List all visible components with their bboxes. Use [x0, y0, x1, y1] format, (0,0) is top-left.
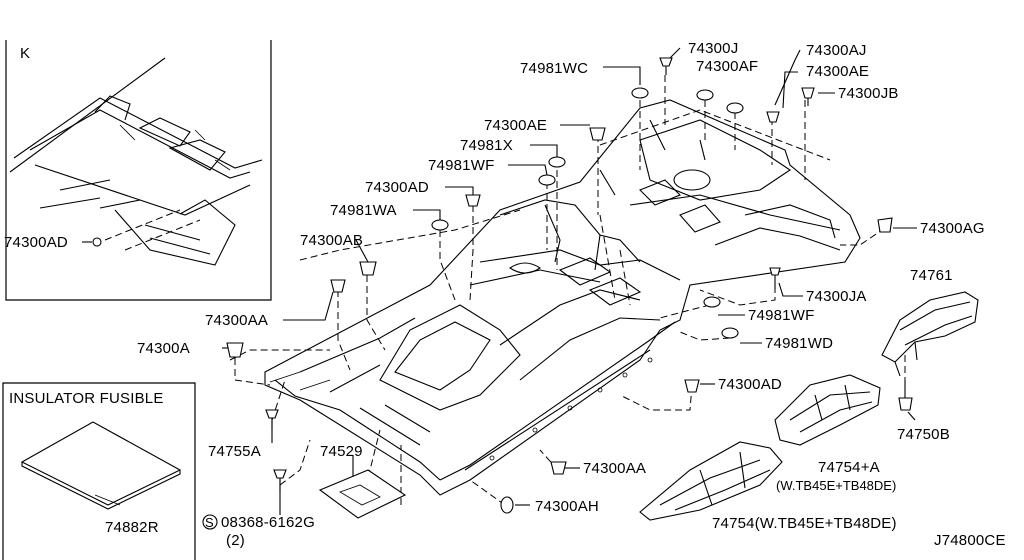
insulator-fusible-title: INSULATOR FUSIBLE: [9, 390, 164, 407]
callout-74981x[interactable]: 74981X: [460, 137, 513, 154]
drawing-code: J74800CE: [934, 532, 1006, 549]
callout-74754a-note: (W.TB45E+TB48DE): [776, 478, 896, 493]
callout-74300ah[interactable]: 74300AH: [535, 498, 599, 515]
callout-74300ja[interactable]: 74300JA: [806, 288, 867, 305]
callout-74981wf-top[interactable]: 74981WF: [428, 157, 494, 174]
callout-74981wd[interactable]: 74981WD: [765, 335, 833, 352]
callout-74750b[interactable]: 74750B: [897, 426, 950, 443]
inset-k-label: K: [20, 45, 30, 62]
callout-74300aa-bottom[interactable]: 74300AA: [583, 460, 646, 477]
insulator-fusible-box: INSULATOR FUSIBLE 74882R: [2, 382, 196, 560]
inset-k: K 74300AD: [4, 40, 272, 301]
callout-74300ad-right[interactable]: 74300AD: [718, 376, 782, 393]
callout-74529[interactable]: 74529: [320, 443, 363, 460]
callout-74761[interactable]: 74761: [910, 267, 953, 284]
callout-74300jb[interactable]: 74300JB: [838, 85, 899, 102]
sill-holes: [489, 357, 653, 461]
part-74754a[interactable]: [774, 374, 881, 446]
callout-74300ae-top[interactable]: 74300AE: [806, 63, 869, 80]
callout-74754[interactable]: 74754(W.TB45E+TB48DE): [712, 515, 897, 532]
callout-74754a[interactable]: 74754+A: [818, 459, 880, 476]
s-bolt-icon: [202, 514, 218, 530]
callout-08368[interactable]: 08368-6162G: [221, 514, 315, 531]
callout-74300ad[interactable]: 74300AD: [365, 179, 429, 196]
callout-74300aj[interactable]: 74300AJ: [806, 42, 867, 59]
callout-74300ab[interactable]: 74300AB: [300, 232, 363, 249]
callout-74300a[interactable]: 74300A: [137, 340, 190, 357]
part-74529[interactable]: [318, 469, 407, 519]
callout-74300af[interactable]: 74300AF: [696, 58, 758, 75]
callout-74300ag[interactable]: 74300AG: [920, 220, 985, 237]
callout-74300j[interactable]: 74300J: [688, 40, 738, 57]
main-floor-panel[interactable]: [264, 99, 861, 496]
callout-labels: 74981WC 74300J 74300AF 74300AJ 74300AE 7…: [137, 40, 1006, 549]
callout-74981wc[interactable]: 74981WC: [520, 60, 588, 77]
fasteners: [226, 57, 913, 514]
part-74754[interactable]: [639, 441, 783, 521]
callout-74981wa[interactable]: 74981WA: [330, 202, 397, 219]
insulator-part-label[interactable]: 74882R: [105, 519, 159, 536]
callout-08368-qty: (2): [226, 532, 245, 549]
callout-74755a[interactable]: 74755A: [208, 443, 261, 460]
callout-74300aa-left[interactable]: 74300AA: [205, 312, 268, 329]
callout-74981wf-right[interactable]: 74981WF: [748, 307, 814, 324]
callout-74300ae-mid[interactable]: 74300AE: [484, 117, 547, 134]
svg-text:S: S: [205, 515, 214, 530]
insulator-pad[interactable]: [20, 421, 182, 506]
part-74761[interactable]: [881, 291, 979, 377]
inset-k-part-label[interactable]: 74300AD: [4, 234, 68, 251]
